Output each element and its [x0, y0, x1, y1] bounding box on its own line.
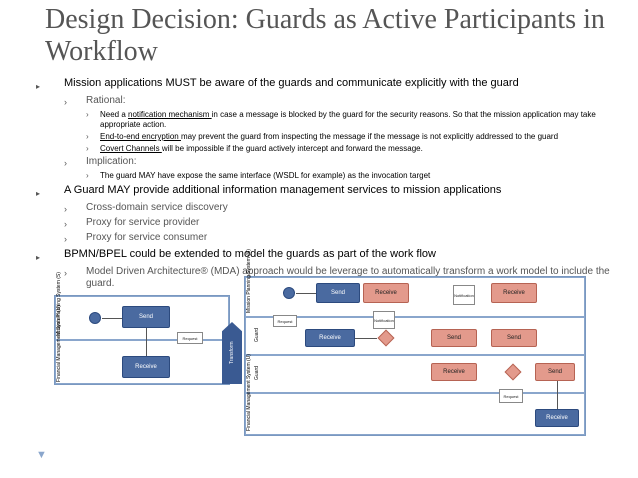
lane-label-guard-2: Guard — [254, 366, 260, 380]
task-receive-guard-2: Receive — [431, 363, 477, 381]
original-workflow-diagram: Mission Planning System (S) Financial Ma… — [54, 272, 230, 385]
sub-sub-bullet-marker-icon: › — [86, 132, 89, 141]
rational-item-1: › Need a notification mechanism in case … — [36, 110, 632, 130]
start-event-icon — [89, 312, 101, 324]
sub-sub-bullet-marker-icon: › — [86, 171, 89, 180]
flow-arrow — [296, 293, 316, 294]
bullet-3-item-1: › Model Driven Architecture® (MDA) appro… — [36, 266, 632, 290]
bullet-3: ▸ BPMN/BPEL could be extended to model t… — [36, 248, 632, 264]
lane-guard-2 — [245, 355, 585, 393]
bullet-2-item-2: › Proxy for service provider — [36, 217, 632, 230]
bullet-2-text: A Guard MAY provide additional informati… — [64, 184, 502, 196]
sub-bullet-marker-icon: › — [64, 158, 67, 168]
bullet-2-item-3-text: Proxy for service consumer — [86, 232, 208, 243]
task-receive: Receive — [122, 356, 170, 378]
lane-financial-management — [245, 393, 585, 435]
transform-arrow: Transform — [222, 322, 242, 384]
rational-item-1-post: in case a message is blocked by the guar… — [100, 110, 596, 129]
notification-document-a: Notification — [453, 285, 475, 305]
notification-document-b: Notification — [373, 311, 395, 329]
lane-label-financial: Financial Management System (U) — [246, 354, 252, 431]
notification-mechanism-link[interactable]: notification mechanism — [128, 110, 212, 119]
lane-mission-planning — [55, 296, 229, 340]
bullet-2-item-1: › Cross-domain service discovery — [36, 202, 632, 215]
request-document-a: Request — [273, 315, 297, 327]
bullet-1: ▸ Mission applications MUST be aware of … — [36, 77, 632, 93]
sub-sub-bullet-marker-icon: › — [86, 110, 89, 119]
implication-item-1: › The guard MAY have expose the same int… — [36, 171, 632, 181]
bullet-2-item-3: › Proxy for service consumer — [36, 232, 632, 245]
lane-label-mission: Mission Planning System (S) — [246, 249, 252, 313]
task-receive-guard: Receive — [305, 329, 355, 347]
flow-arrow — [355, 338, 377, 339]
rational-item-2: › End-to-end encryption may prevent the … — [36, 132, 632, 142]
request-document-b: Request — [499, 389, 523, 403]
rational-item-1-pre: Need a — [100, 110, 129, 119]
task-receive-mission-right: Receive — [491, 283, 537, 303]
rational-heading: › Rational: — [36, 95, 632, 108]
lane-mission-planning — [245, 277, 585, 317]
flow-arrow — [557, 381, 558, 409]
slide-title: Design Decision: Guards as Active Partic… — [45, 4, 605, 67]
task-receive-mission: Receive — [363, 283, 409, 303]
flow-arrow — [146, 328, 147, 356]
task-send-guard-a: Send — [431, 329, 477, 347]
sub-bullet-marker-icon: › — [64, 234, 67, 244]
task-send-guard-2: Send — [535, 363, 575, 381]
bullet-marker-icon: ▸ — [36, 82, 41, 91]
end-to-end-encryption-link[interactable]: End-to-end encryption — [100, 132, 181, 141]
implication-heading: › Implication: — [36, 156, 632, 169]
bullet-3-item-1-text: Model Driven Architecture® (MDA) approac… — [86, 266, 610, 289]
sub-bullet-marker-icon: › — [64, 204, 67, 214]
bullet-list: ▸ Mission applications MUST be aware of … — [36, 74, 632, 290]
bullet-3-text: BPMN/BPEL could be extended to model the… — [64, 248, 436, 260]
bullet-2-item-1-text: Cross-domain service discovery — [86, 202, 228, 213]
sub-bullet-marker-icon: › — [64, 268, 67, 278]
request-document: Request — [177, 332, 203, 344]
task-send: Send — [122, 306, 170, 328]
sub-bullet-marker-icon: › — [64, 97, 67, 107]
start-event-icon — [283, 287, 295, 299]
lane-label-financial: Financial Management System (U) — [56, 305, 62, 382]
covert-channels-link[interactable]: Covert Channels — [100, 144, 162, 153]
sub-bullet-marker-icon: › — [64, 219, 67, 229]
task-receive-financial: Receive — [535, 409, 579, 427]
rational-item-3-post: will be impossible if the guard actively… — [161, 144, 423, 153]
bullet-marker-icon: ▸ — [36, 253, 41, 262]
rational-item-2-post: may prevent the guard from inspecting th… — [180, 132, 559, 141]
task-send-mission: Send — [316, 283, 360, 303]
sub-sub-bullet-marker-icon: › — [86, 144, 89, 153]
task-send-guard-b: Send — [491, 329, 537, 347]
transformed-workflow-diagram: Mission Planning System (S) Guard Guard … — [244, 249, 586, 436]
flow-arrow — [102, 318, 122, 319]
lane-guard-1 — [245, 317, 585, 355]
lane-label-guard-1: Guard — [254, 328, 260, 342]
slide-footer-chevron-icon: ▼ — [36, 449, 47, 461]
implication-item-1-text: The guard MAY have expose the same inter… — [100, 171, 431, 180]
bullet-1-text: Mission applications MUST be aware of th… — [64, 77, 519, 89]
bullet-marker-icon: ▸ — [36, 189, 41, 198]
implication-label: Implication: — [86, 156, 137, 167]
bullet-2-item-2-text: Proxy for service provider — [86, 217, 200, 228]
rational-label: Rational: — [86, 95, 126, 106]
rational-item-3: › Covert Channels will be impossible if … — [36, 144, 632, 154]
bullet-2: ▸ A Guard MAY provide additional informa… — [36, 184, 632, 200]
